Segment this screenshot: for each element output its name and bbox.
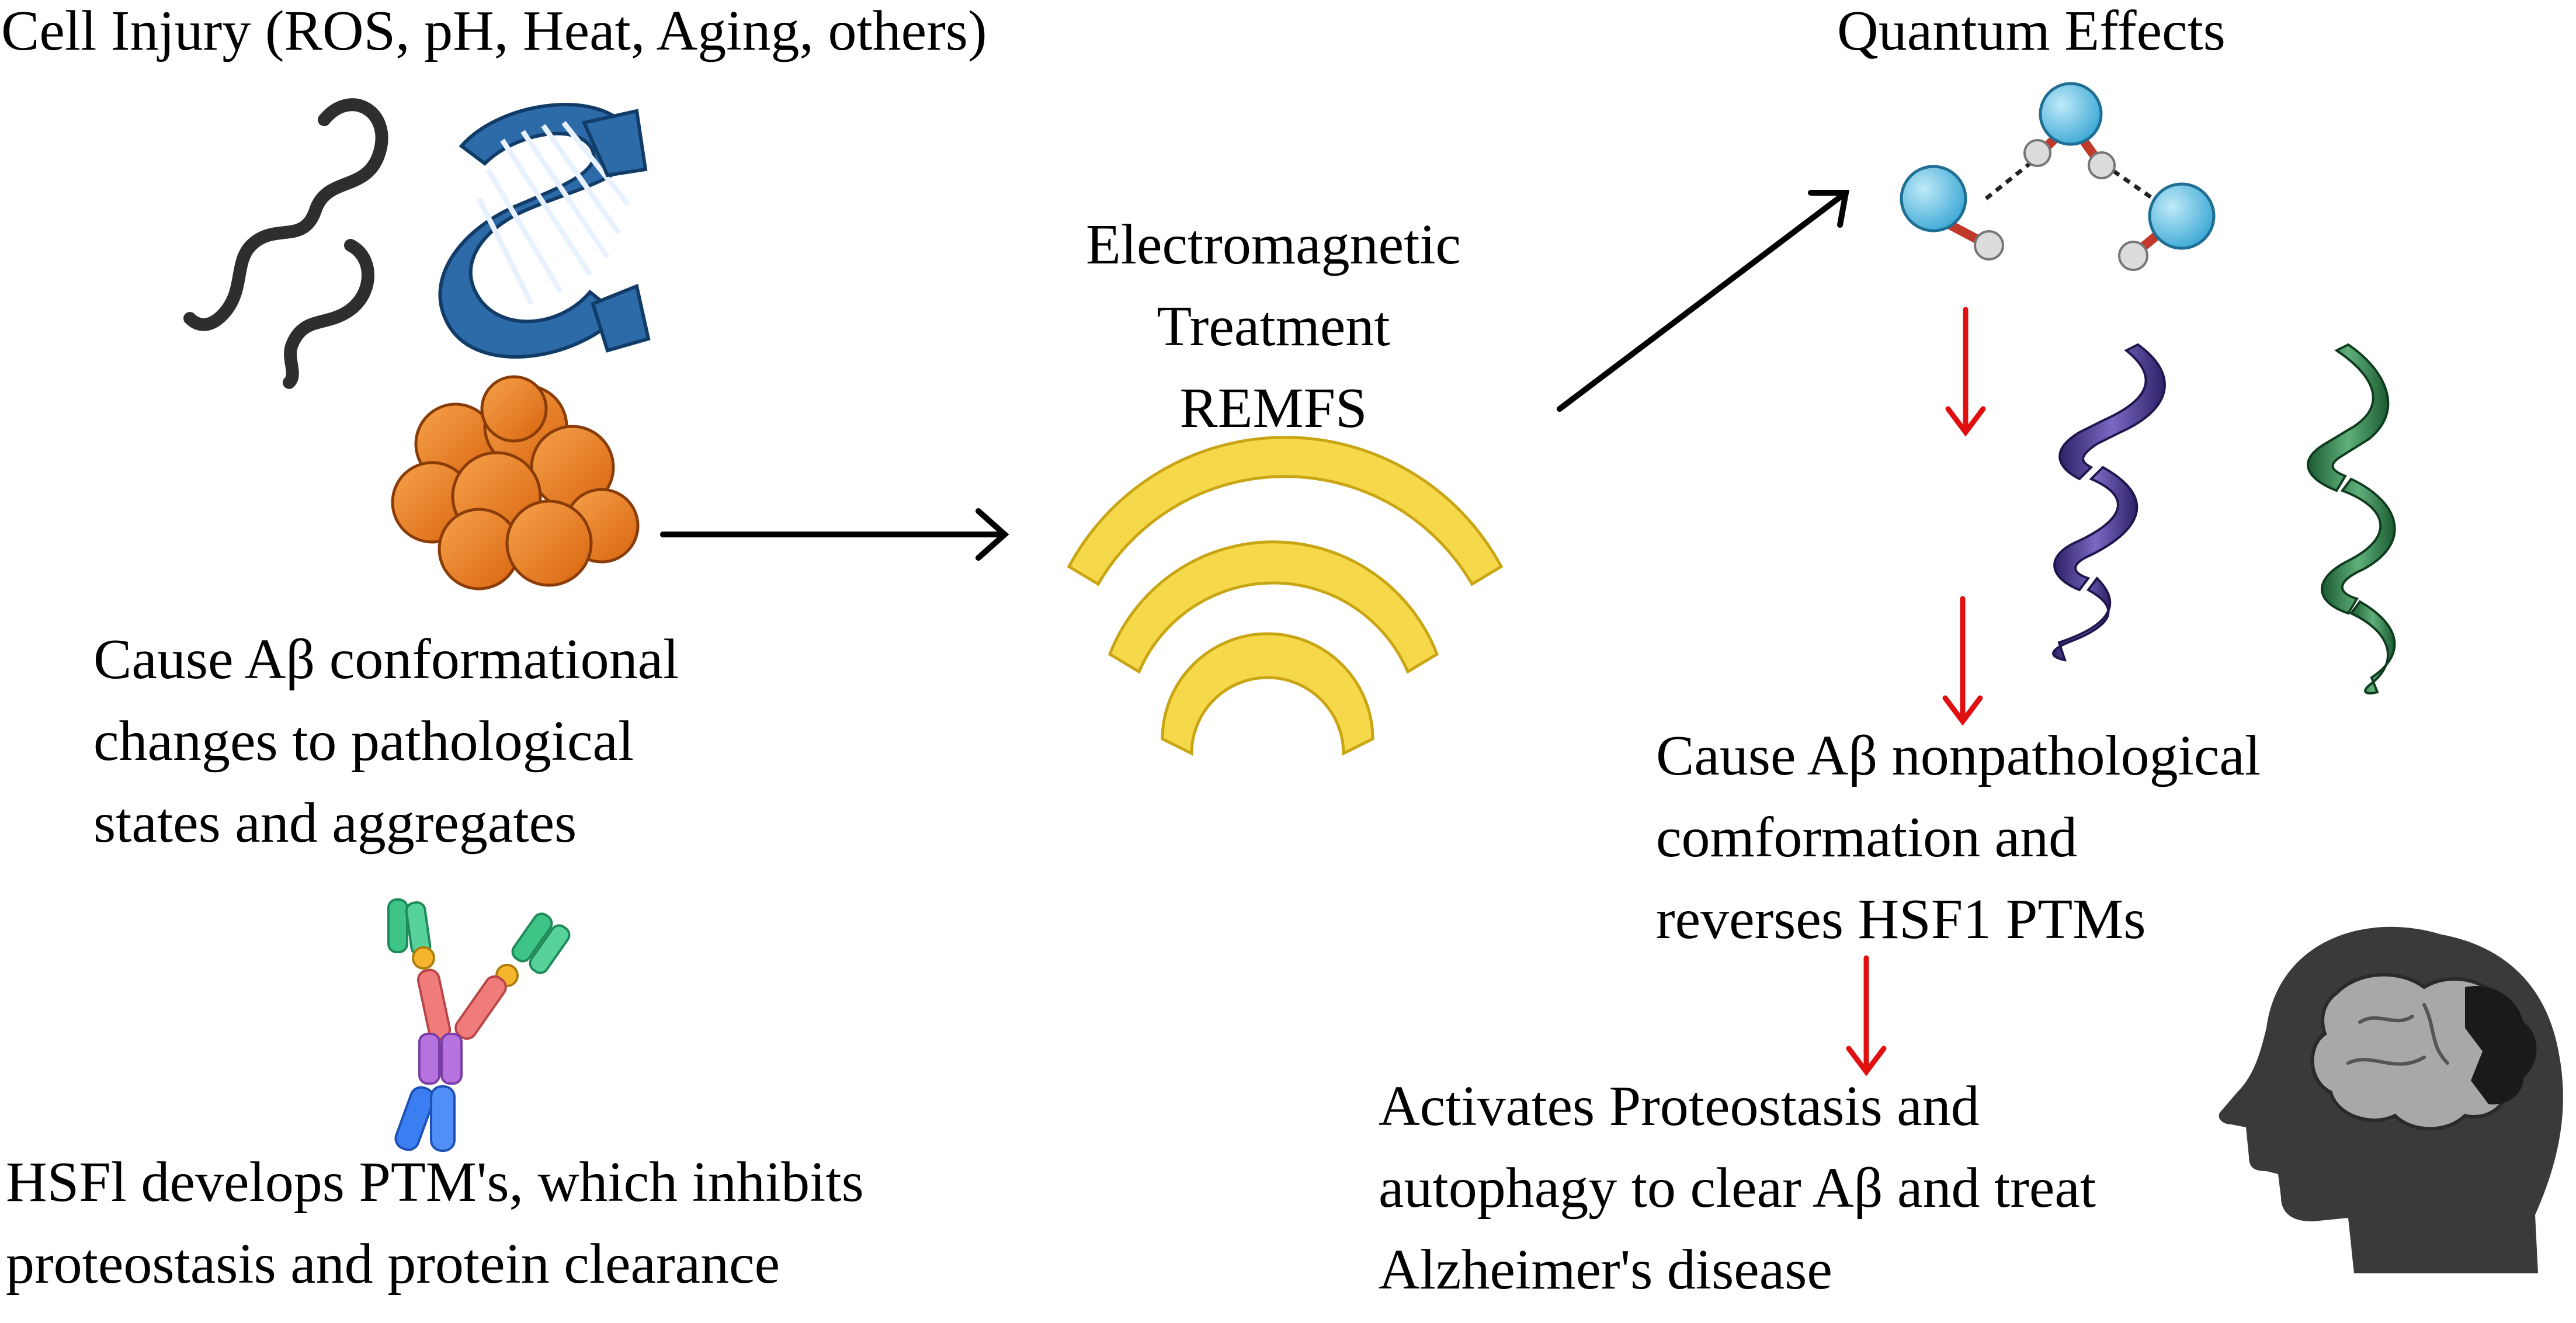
effect-line: reverses HSF1 PTMs bbox=[1656, 888, 2146, 951]
red-arrow-1 bbox=[1945, 307, 1986, 437]
hsf1-line: HSFl develops PTM's, which inhibits bbox=[6, 1151, 864, 1214]
cell-injury-title: Cell Injury (ROS, pH, Heat, Aging, other… bbox=[1, 0, 987, 62]
effect-line: Cause Aβ nonpathological bbox=[1656, 724, 2261, 787]
red-arrow-2 bbox=[1942, 596, 1983, 726]
consequence-line: changes to pathological bbox=[93, 710, 634, 773]
outcome-line: autophagy to clear Aβ and treat bbox=[1379, 1157, 2096, 1220]
consequence-line: Cause Aβ conformational bbox=[93, 628, 679, 691]
brain-head-icon bbox=[2219, 926, 2563, 1273]
effect-line: comformation and bbox=[1656, 806, 2078, 869]
arrow-to-treatment bbox=[660, 508, 1009, 561]
nonpathological-conformation-text: Cause Aβ nonpathological comformation an… bbox=[1656, 727, 2261, 973]
pathological-consequence-text: Cause Aβ conformational changes to patho… bbox=[93, 631, 679, 876]
random-coil-strands-icon bbox=[183, 98, 388, 389]
water-molecules-icon bbox=[1900, 82, 2216, 271]
red-arrow-3 bbox=[1846, 955, 1887, 1077]
hsf1-line: proteostasis and protein clearance bbox=[6, 1232, 780, 1296]
consequence-line: states and aggregates bbox=[93, 791, 577, 855]
treatment-line: Treatment bbox=[1157, 295, 1390, 358]
hsf1-antibody-icon bbox=[387, 898, 571, 1152]
alpha-helix-green-icon bbox=[2307, 343, 2396, 695]
electromagnetic-waves-icon bbox=[1067, 436, 1504, 756]
arrow-to-quantum bbox=[1557, 190, 1849, 412]
treatment-line: Electromagnetic bbox=[1085, 213, 1461, 276]
beta-sheet-ribbon-icon bbox=[438, 103, 651, 359]
electromagnetic-treatment-label: Electromagnetic Treatment REMFS bbox=[1040, 216, 1507, 461]
diagram-artwork bbox=[183, 82, 2563, 1273]
quantum-effects-title: Quantum Effects bbox=[1837, 0, 2226, 62]
outcome-line: Activates Proteostasis and bbox=[1379, 1075, 1980, 1138]
alpha-helix-purple-icon bbox=[2052, 343, 2166, 662]
treatment-line: REMFS bbox=[1179, 377, 1367, 440]
protein-aggregate-icon bbox=[391, 375, 640, 591]
hsf1-ptm-text: HSFl develops PTM's, which inhibits prot… bbox=[6, 1154, 864, 1317]
outcome-line: Alzheimer's disease bbox=[1379, 1238, 1832, 1301]
alzheimers-outcome-text: Activates Proteostasis and autophagy to … bbox=[1379, 1078, 2096, 1323]
